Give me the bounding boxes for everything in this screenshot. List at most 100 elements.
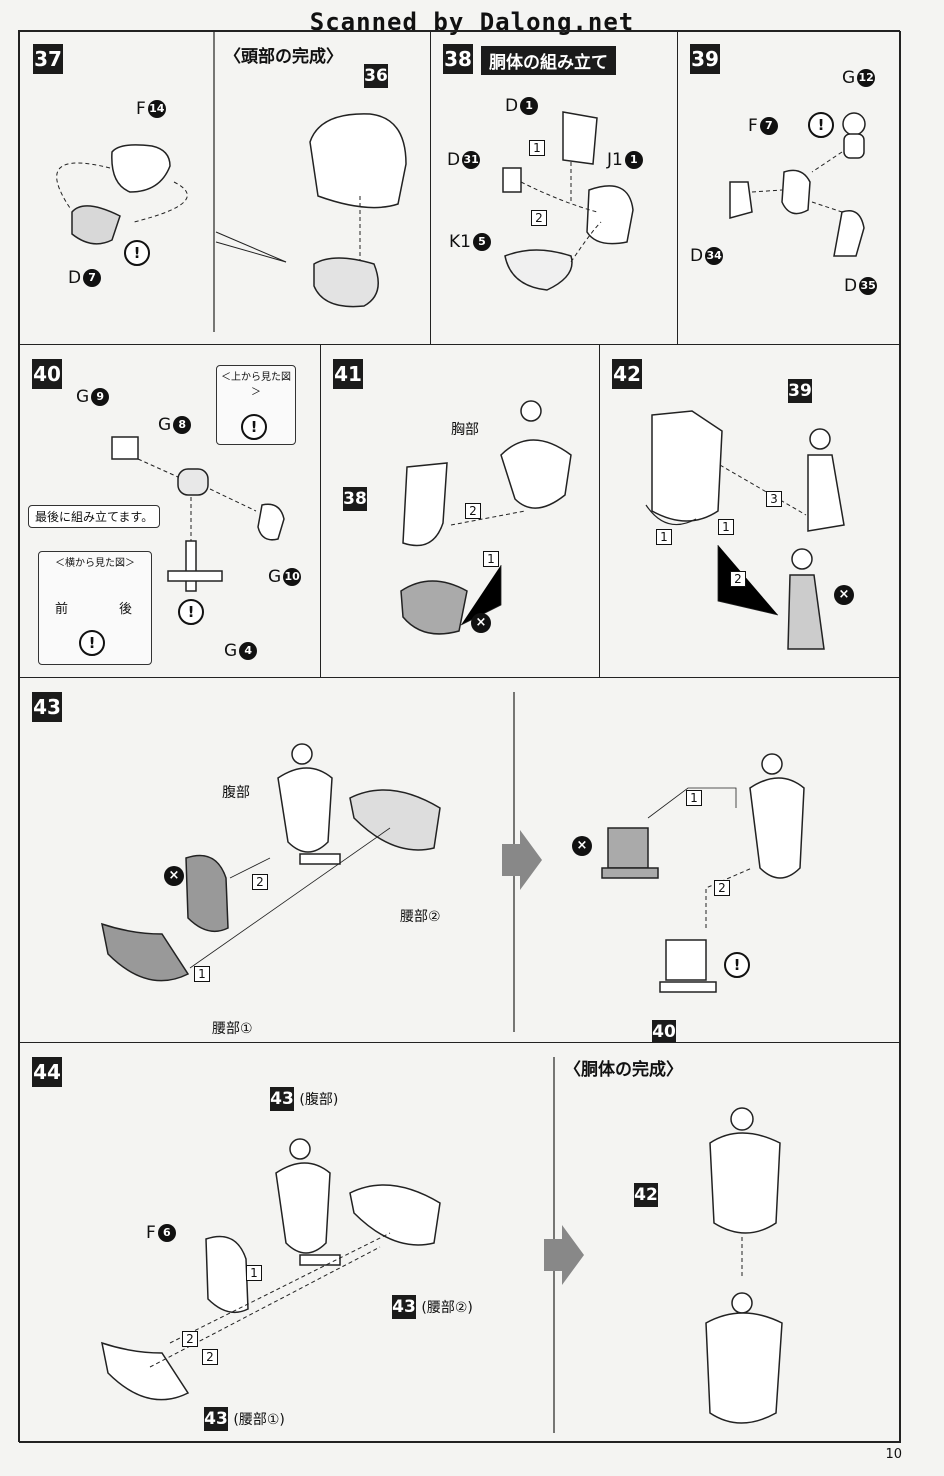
part-number-badge: 35	[859, 277, 878, 295]
top-view-inset: ＜上から見た図＞ !	[216, 365, 296, 445]
discard-marker-icon: ×	[572, 836, 592, 856]
part-number-badge: 4	[239, 642, 258, 660]
caution-icon: !	[79, 630, 105, 656]
torso-assembly-title: 胴体の組み立て	[481, 46, 616, 75]
step-reference-43: 43	[392, 1295, 416, 1319]
step-reference-39: 39	[788, 379, 812, 403]
caution-icon: !	[124, 240, 150, 266]
part-letter: K1	[449, 232, 471, 252]
order-marker: 1	[529, 140, 545, 156]
order-marker: 2	[465, 503, 481, 519]
part-number-badge: 14	[147, 100, 166, 118]
order-marker: 1	[686, 790, 702, 806]
part-letter: G	[842, 68, 856, 88]
step-number: 37	[33, 44, 63, 74]
order-marker: 1	[194, 966, 210, 982]
discard-marker-icon: ×	[834, 585, 854, 605]
abdomen-label: (腹部)	[299, 1092, 339, 1108]
step-number: 40	[32, 359, 62, 389]
step-44-illustration	[101, 1057, 783, 1433]
side-view-inset: ＜横から見た図＞ 前 後 !	[38, 551, 152, 665]
part-number-badge: 12	[857, 69, 876, 87]
part-number-badge: 7	[83, 269, 102, 287]
step-reference-42: 42	[634, 1183, 658, 1207]
step-43-illustration	[101, 692, 805, 1032]
step-number: 38	[443, 44, 473, 74]
caution-icon: !	[808, 112, 834, 138]
order-marker: 2	[182, 1331, 198, 1347]
part-letter: G	[268, 567, 282, 587]
part-letter: J1	[607, 150, 623, 170]
step-37-illustration	[56, 32, 407, 332]
abdomen-ref-label: 43 (腹部)	[270, 1087, 338, 1111]
step-reference-36: 36	[364, 64, 388, 88]
waist-1-ref-label: 43 (腰部①)	[204, 1407, 285, 1431]
order-marker: 2	[730, 571, 746, 587]
waist-1-label: (腰部①)	[233, 1412, 285, 1428]
step-42-panel: 42 39 1 1 3 2 ×	[599, 344, 901, 678]
part-number-badge: 31	[462, 151, 481, 169]
part-number-badge: 6	[157, 1224, 176, 1242]
part-letter: G	[76, 387, 90, 407]
part-number-badge: 7	[759, 117, 778, 135]
discard-marker-icon: ×	[471, 613, 491, 633]
step-reference-40: 40	[652, 1020, 676, 1042]
part-letter: G	[158, 415, 172, 435]
order-marker: 2	[714, 880, 730, 896]
part-number-badge: 1	[624, 151, 643, 169]
part-number-badge: 1	[520, 97, 539, 115]
step-reference-43: 43	[204, 1407, 228, 1431]
back-label: 後	[119, 602, 133, 617]
part-number-badge: 8	[173, 416, 192, 434]
assemble-last-note: 最後に組み立てます。	[28, 505, 161, 528]
order-marker: 3	[766, 491, 782, 507]
step-reference-43: 43	[270, 1087, 294, 1111]
part-number-badge: 34	[705, 247, 724, 265]
caution-icon: !	[178, 599, 204, 625]
front-label: 前	[55, 602, 69, 617]
part-letter: F	[748, 116, 758, 136]
step-39-illustration	[729, 112, 866, 257]
part-letter: G	[224, 641, 238, 661]
step-43-panel: 43 腹部 腰部② 腰部① 2 1 × 1 2 × ! 40	[19, 677, 901, 1043]
step-number: 41	[333, 359, 363, 389]
part-letter: D	[68, 268, 82, 288]
order-marker: 1	[656, 529, 672, 545]
step-40-illustration	[111, 436, 285, 592]
order-marker: 2	[531, 210, 547, 226]
waist-2-label: (腰部②)	[421, 1300, 473, 1316]
waist-1-label: 腰部①	[212, 1021, 253, 1037]
part-number-badge: 9	[91, 388, 110, 406]
step-42-illustration	[645, 410, 845, 650]
part-letter: F	[136, 99, 146, 119]
step-41-illustration	[400, 400, 572, 635]
waist-2-ref-label: 43 (腰部②)	[392, 1295, 473, 1319]
top-view-caption: ＜上から見た図＞	[221, 372, 291, 398]
waist-2-label: 腰部②	[400, 909, 441, 925]
part-letter: D	[505, 96, 519, 116]
part-letter: D	[844, 276, 858, 296]
order-marker: 2	[252, 874, 268, 890]
part-letter: F	[146, 1223, 156, 1243]
discard-marker-icon: ×	[164, 866, 184, 886]
head-complete-title: 〈頭部の完成〉	[224, 47, 343, 67]
caution-icon: !	[241, 414, 267, 440]
step-38-illustration	[502, 111, 634, 291]
chest-label: 胸部	[451, 422, 479, 438]
